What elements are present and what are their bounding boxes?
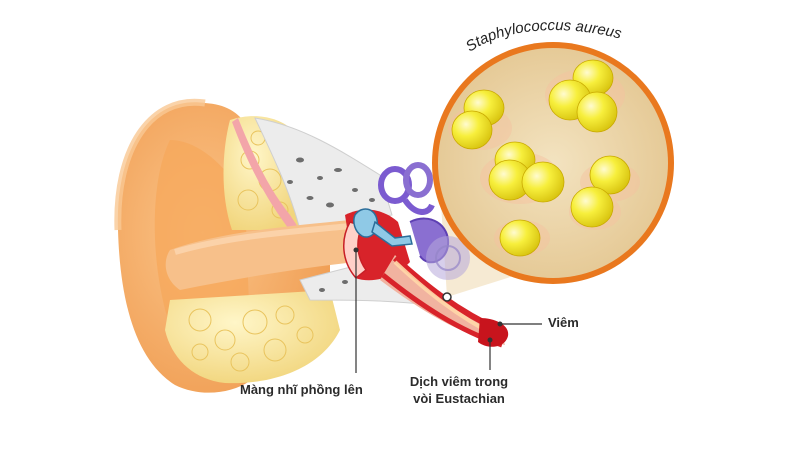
fat-tissue-lower: [165, 290, 340, 384]
skin-lining-upper: [232, 118, 300, 233]
inflamed-tube-end: [478, 318, 509, 347]
ossicles: [353, 208, 413, 247]
label-inflammation: Viêm: [548, 315, 579, 330]
temporal-bone-upper: [254, 117, 393, 231]
fluid-pointer-dot: [487, 337, 493, 343]
inflammation-pointer-dot: [497, 321, 503, 327]
label-bulging-eardrum: Màng nhĩ phồng lên: [240, 382, 363, 397]
zoom-origin-marker: [442, 292, 452, 302]
magnifier: [432, 42, 674, 284]
ear-canal: [165, 220, 356, 290]
label-fluid-line1: Dịch viêm trong: [409, 374, 509, 389]
label-fluid-line2: vòi Eustachian: [413, 391, 505, 406]
leader-lines: [355, 250, 542, 373]
label-eustachian-fluid: Dịch viêm trong vòi Eustachian: [398, 373, 520, 407]
bacteria-cluster: [448, 59, 640, 257]
cochlea-and-canals: [378, 162, 470, 280]
eardrum-pointer-dot: [353, 247, 359, 253]
